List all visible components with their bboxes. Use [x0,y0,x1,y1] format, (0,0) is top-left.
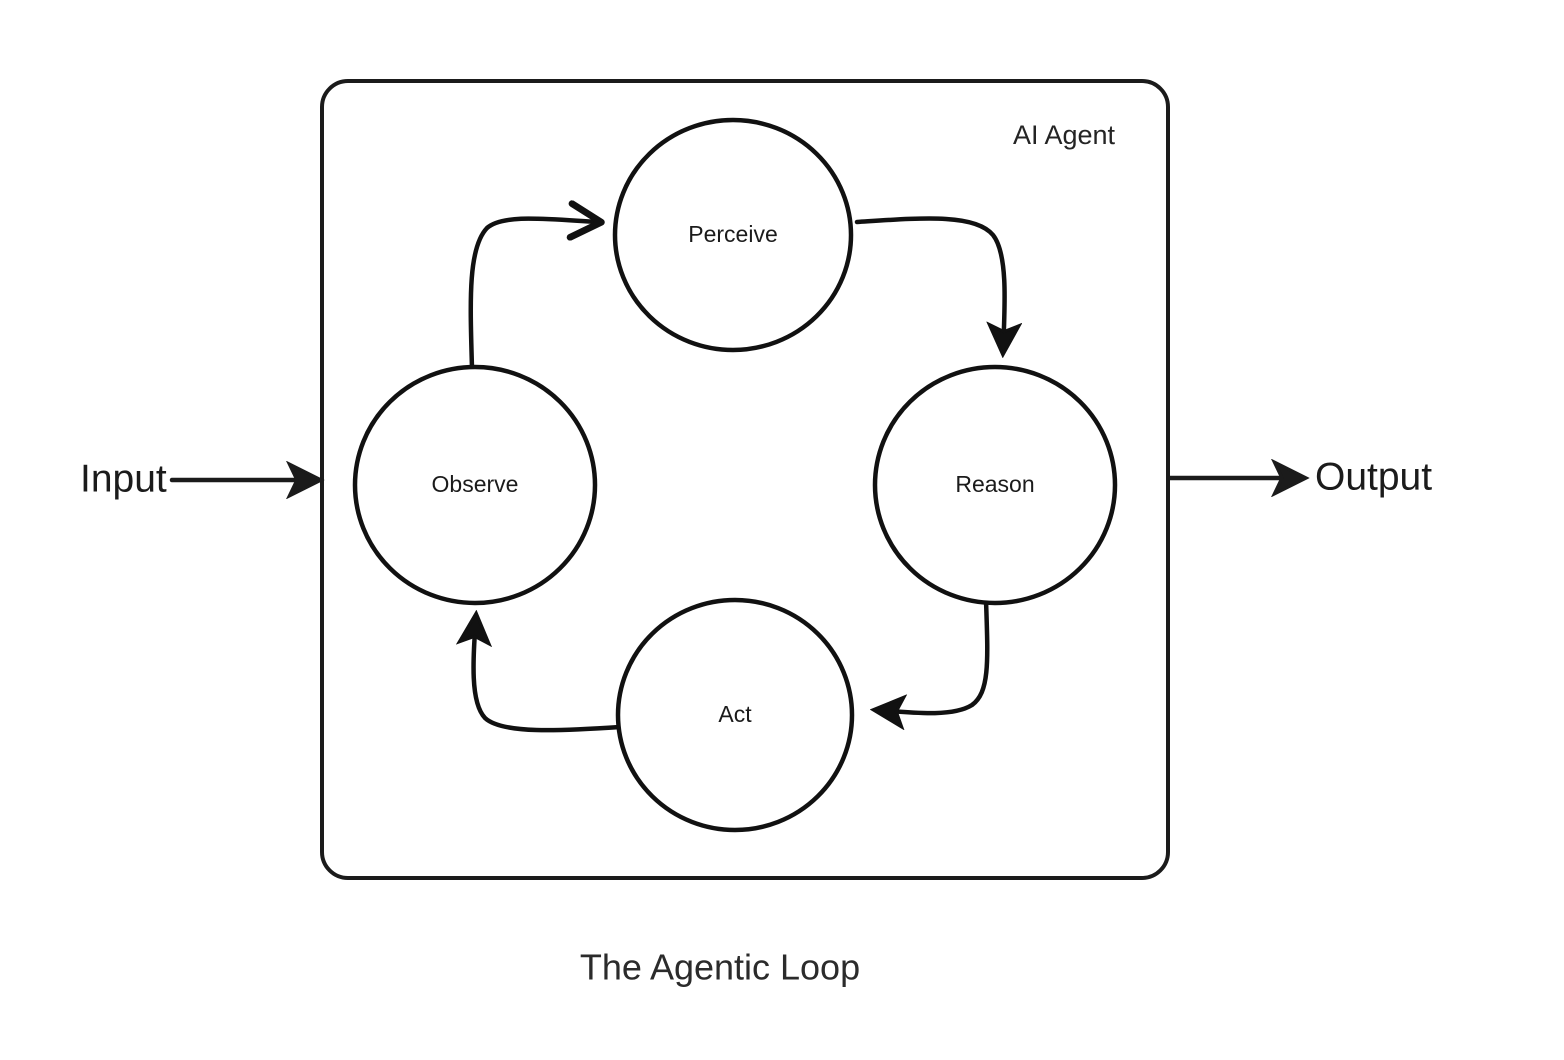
node-observe[interactable] [352,364,598,606]
edge-perceive-to-reason [854,216,1005,352]
node-reason[interactable] [872,364,1118,606]
node-act[interactable] [615,597,855,833]
input-label: Input [80,457,167,500]
node-observe-label: Observe [432,471,519,497]
diagram-caption: The Agentic Loop [580,947,860,988]
edge-reason-to-act [876,597,990,713]
output-label: Output [1315,455,1432,498]
node-perceive-label: Perceive [688,221,777,247]
node-perceive[interactable] [612,117,854,353]
edge-act-to-observe [474,616,623,733]
edge-observe-to-perceive [468,200,605,371]
node-act-label: Act [718,701,752,727]
node-reason-label: Reason [955,471,1034,497]
ai-agent-label: AI Agent [1013,120,1116,150]
